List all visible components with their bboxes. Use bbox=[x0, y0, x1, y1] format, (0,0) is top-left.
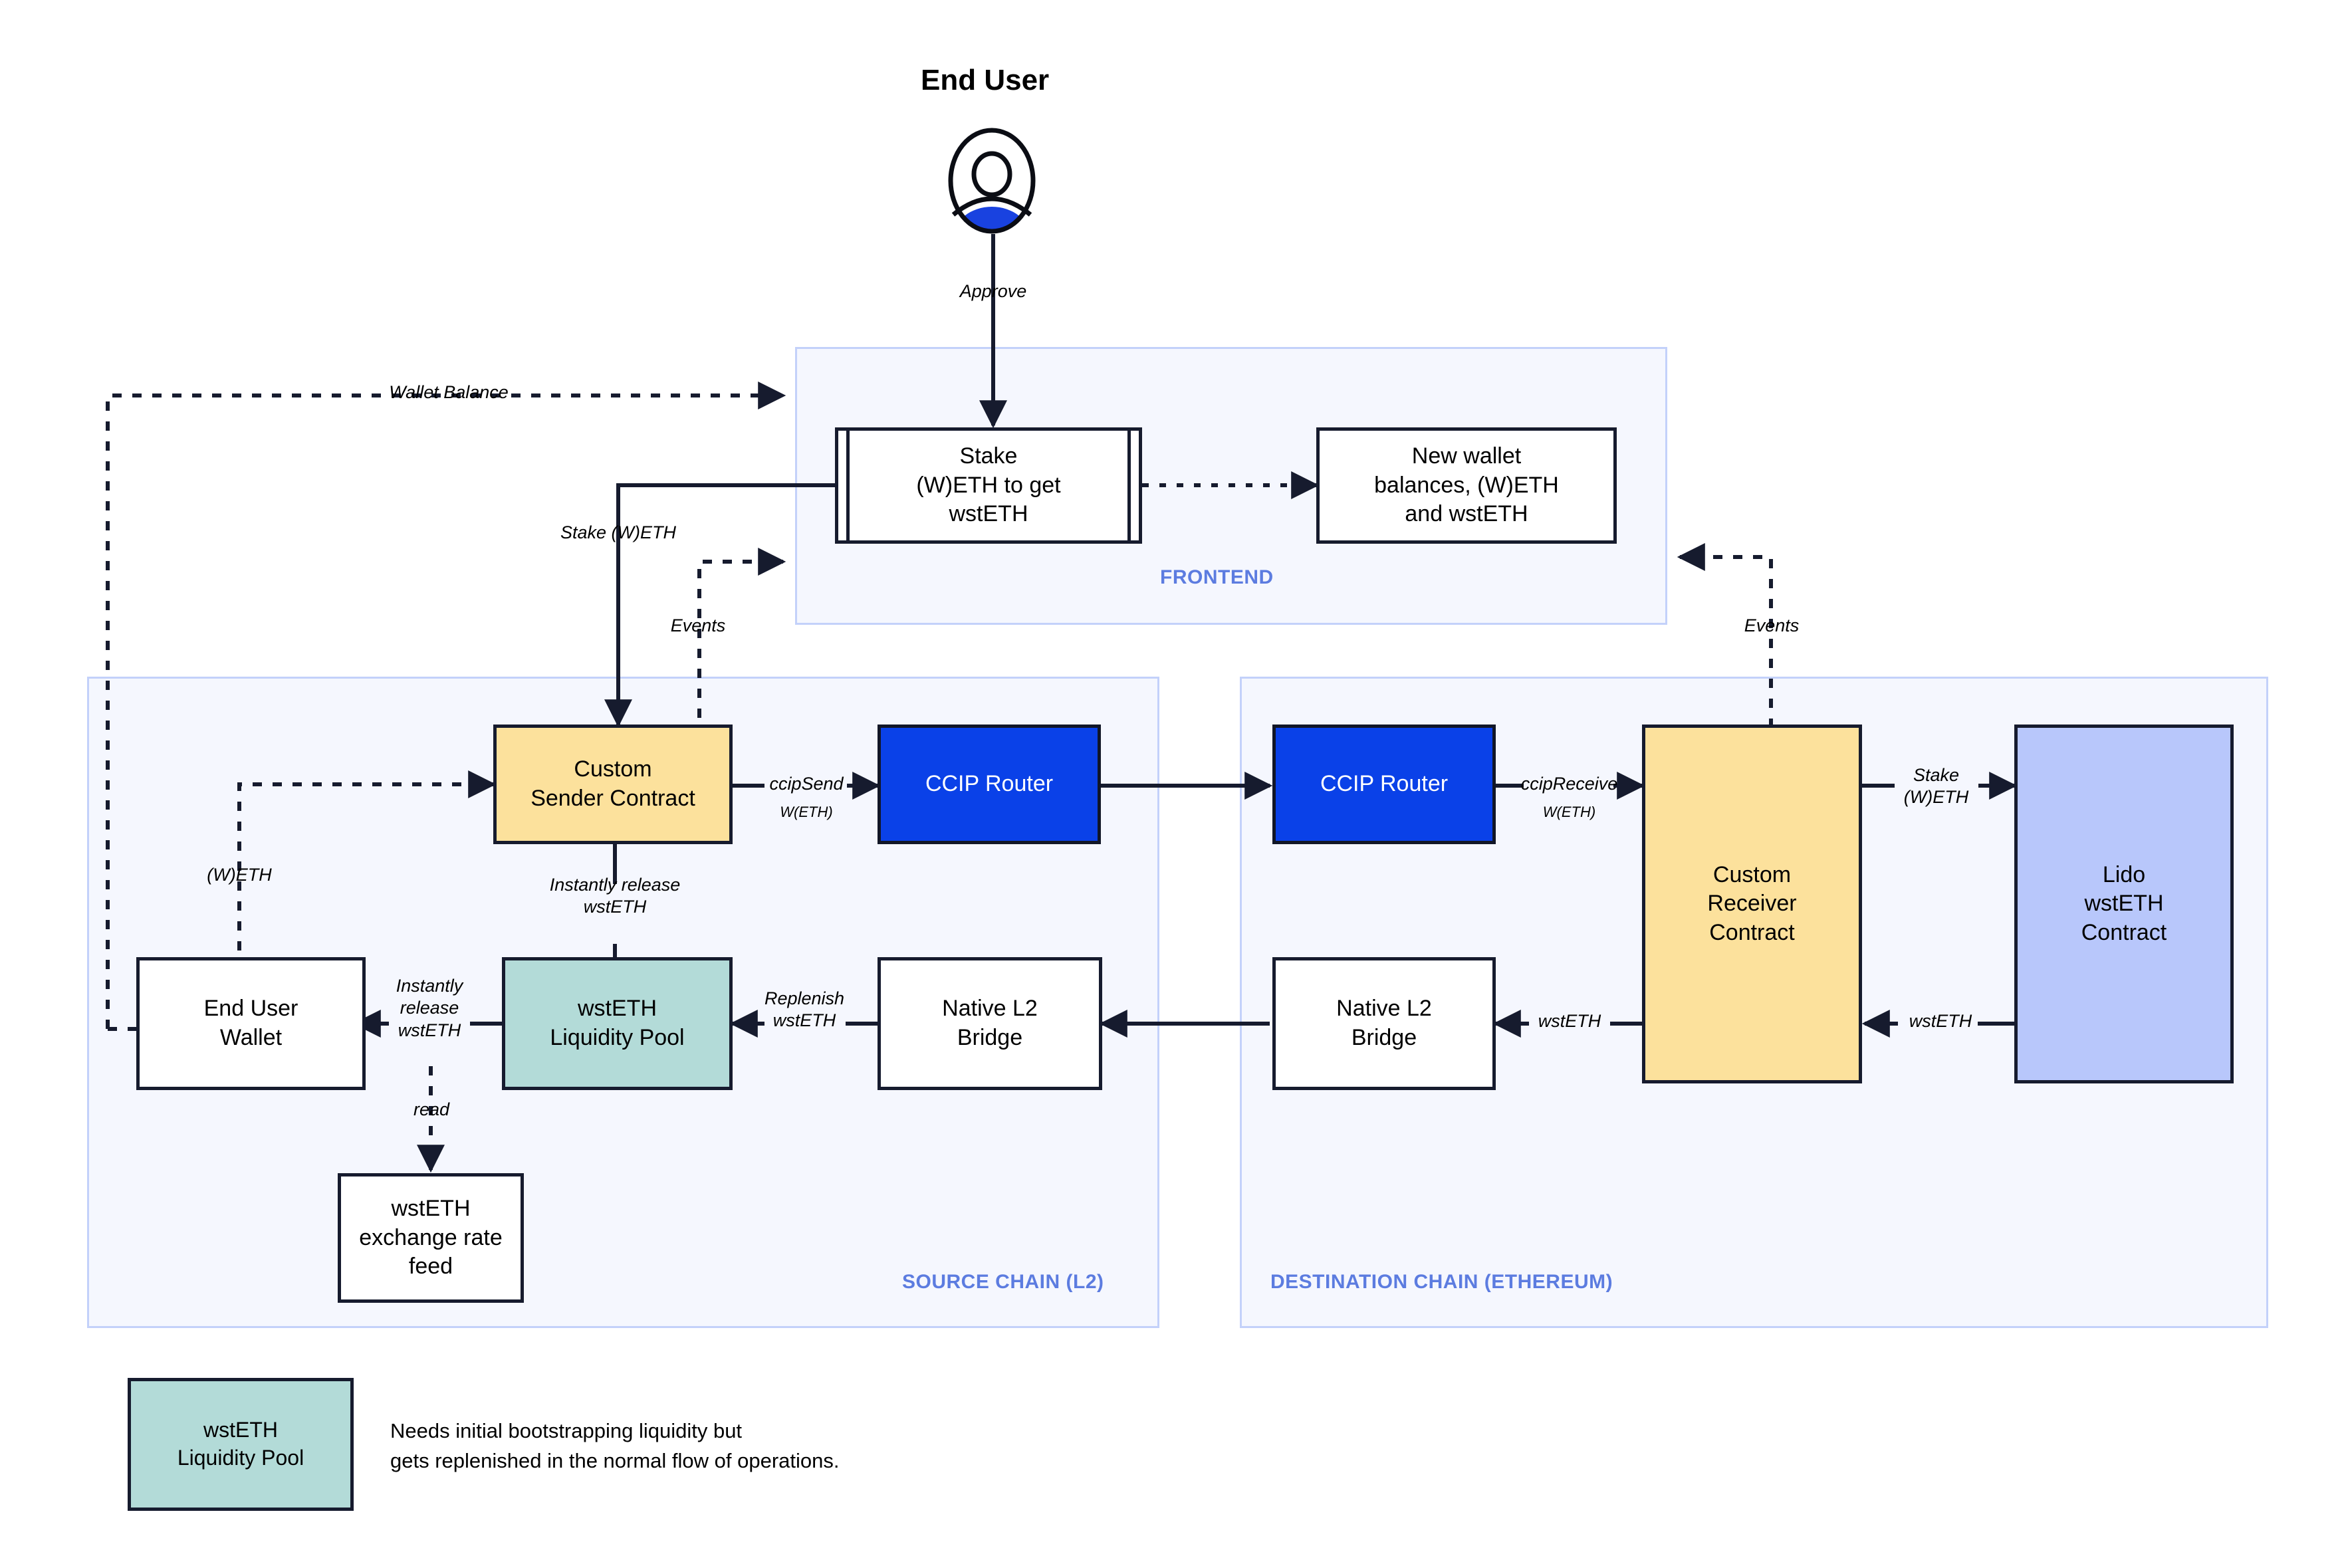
edge-label-stake-weth-right: Stake(W)ETH bbox=[1903, 765, 1969, 808]
node-ccip-router-source[interactable]: CCIP Router bbox=[878, 725, 1101, 844]
edge-label-read: read bbox=[413, 1099, 450, 1119]
edge-label-ccip-send: ccipSend bbox=[769, 774, 844, 794]
legend-note: Needs initial bootstrapping liquidity bu… bbox=[390, 1419, 840, 1472]
edge-label-approve: Approve bbox=[959, 281, 1027, 301]
edge-label-wsteth-right: wstETH bbox=[1909, 1011, 1972, 1031]
container-label-frontend: FRONTEND bbox=[1160, 566, 1274, 588]
page-title: End User bbox=[921, 64, 1050, 96]
container-label-destination-chain: DESTINATION CHAIN (ETHEREUM) bbox=[1270, 1271, 1613, 1293]
edge-label-ccip-send-sub: W(ETH) bbox=[780, 804, 833, 820]
node-ccip-router-destination[interactable]: CCIP Router bbox=[1272, 725, 1496, 844]
edge-label-ccip-receive: ccipReceive bbox=[1520, 774, 1618, 794]
edge-label-wsteth-mid: wstETH bbox=[1538, 1011, 1601, 1031]
edge-label-ccip-receive-sub: W(ETH) bbox=[1542, 804, 1596, 820]
edge-label-stake-weth: Stake (W)ETH bbox=[560, 522, 676, 542]
user-avatar-icon bbox=[948, 128, 1036, 234]
container-label-source-chain: SOURCE CHAIN (L2) bbox=[902, 1271, 1104, 1293]
edge-label-weth-left: (W)ETH bbox=[207, 865, 272, 885]
edge-label-wallet-balance: Wallet Balance bbox=[389, 382, 509, 402]
edge-label-events-right: Events bbox=[1744, 616, 1800, 635]
edge-label-events-left: Events bbox=[670, 616, 726, 635]
